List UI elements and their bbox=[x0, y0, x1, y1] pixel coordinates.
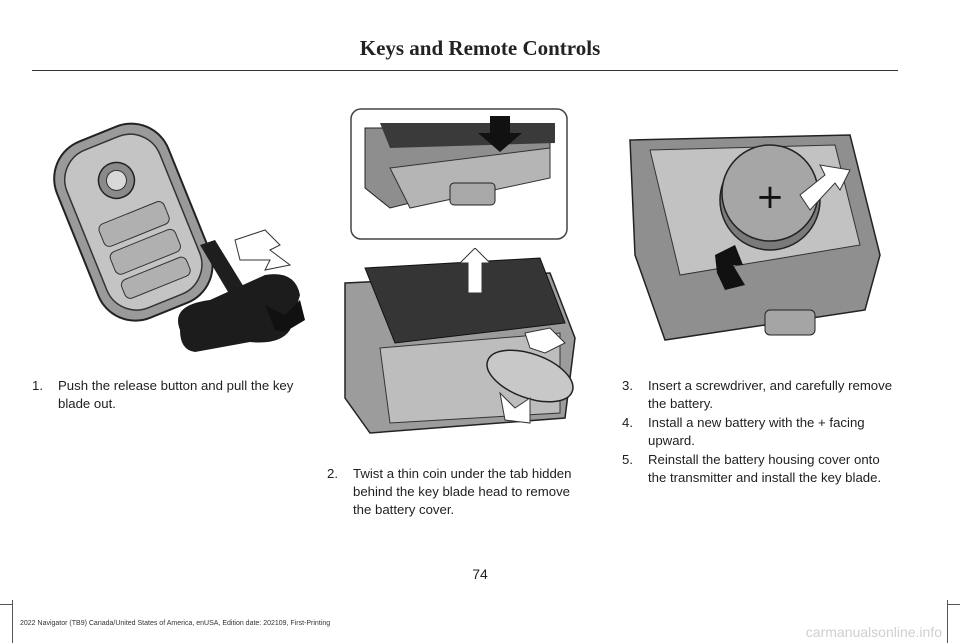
step-text: Push the release button and pull the key… bbox=[58, 378, 294, 411]
arrow-pull-icon bbox=[234, 229, 292, 271]
step-1: 1. Push the release button and pull the … bbox=[32, 377, 312, 413]
figure-key-blade-removal bbox=[53, 122, 305, 352]
figure-battery-replacement: + bbox=[629, 134, 881, 341]
step-number: 5. bbox=[622, 452, 633, 467]
step-number: 2. bbox=[327, 466, 338, 481]
crop-mark bbox=[948, 604, 960, 605]
step-text: Reinstall the battery housing cover onto… bbox=[648, 452, 882, 485]
figure-cover-tab-detail bbox=[350, 108, 568, 240]
step-5: 5. Reinstall the battery housing cover o… bbox=[622, 451, 900, 487]
page-number: 74 bbox=[472, 566, 488, 582]
step-2: 2. Twist a thin coin under the tab hidde… bbox=[327, 465, 591, 519]
crop-mark bbox=[12, 600, 13, 643]
step-text: Insert a screwdriver, and carefully remo… bbox=[648, 378, 893, 411]
step-number: 4. bbox=[622, 415, 633, 430]
page-title: Keys and Remote Controls bbox=[359, 36, 601, 60]
edition-footer: 2022 Navigator (TB9) Canada/United State… bbox=[20, 620, 331, 627]
figure-battery-cover-removal bbox=[344, 248, 576, 434]
crop-mark bbox=[947, 600, 948, 643]
step-text: Install a new battery with the + facing … bbox=[648, 415, 865, 448]
step-text: Twist a thin coin under the tab hidden b… bbox=[353, 466, 572, 517]
step-4: 4. Install a new battery with the + faci… bbox=[622, 414, 900, 450]
watermark: carmanualsonline.info bbox=[805, 624, 942, 640]
step-number: 1. bbox=[32, 378, 43, 393]
step-number: 3. bbox=[622, 378, 633, 393]
crop-mark bbox=[0, 604, 12, 605]
arrow-push-icon bbox=[265, 300, 305, 332]
title-rule bbox=[32, 70, 898, 71]
step-3: 3. Insert a screwdriver, and carefully r… bbox=[622, 377, 900, 413]
battery-plus-symbol: + bbox=[756, 177, 785, 217]
